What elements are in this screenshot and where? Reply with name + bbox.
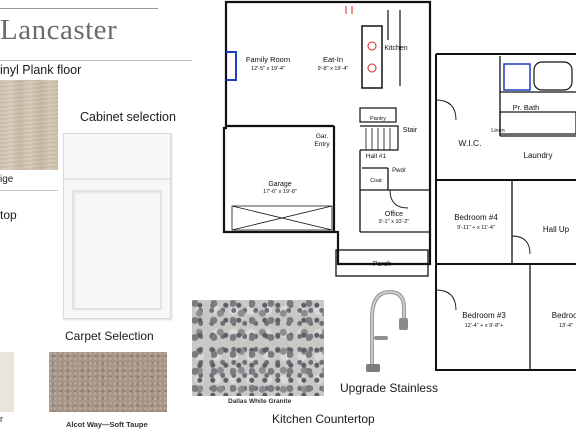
title-rule [0,60,192,61]
fp-gar-entry-2: Entry [314,141,330,148]
fp-linen: Linen [491,128,504,134]
vinyl-plank-swatch [0,80,58,170]
fp-family-room-dim: 12'-5" x 19'-4" [251,66,285,72]
fp-wic: W.I.C. [458,138,481,148]
fp-pr-bath: Pr. Bath [513,103,540,112]
cabinet-door-swatch [63,133,171,319]
fp-porch: Porch [373,261,391,268]
fp-kitchen: Kitchen [384,45,407,52]
carpet-swatch [49,352,167,412]
flooring-rule [0,190,58,191]
faucet-image [366,289,408,372]
fp-coat: Coat [370,178,382,184]
fp-stair: Stair [403,127,418,134]
carpet-left-caption: r [0,414,3,424]
flooring-color-label: ige [0,174,14,185]
fp-garage: Garage [268,181,291,188]
fp-pwdr: Pwdr [392,168,406,174]
fp-gar-entry-1: Gar. [316,133,328,140]
fp-laundry: Laundry [524,151,553,160]
fp-eat-in-dim: 9'-8" x 19'-4" [318,66,349,72]
faucet-label: Upgrade Stainless [340,381,439,395]
carpet-swatch-left [0,352,14,412]
cabinet-label: Cabinet selection [80,110,176,124]
granite-swatch [192,300,324,396]
granite-caption: Dallas White Granite [228,398,292,405]
fp-bedroom2: Bedroom [552,311,576,320]
countertop-label: Kitchen Countertop [272,412,375,426]
floor-plan: Family Room 12'-5" x 19'-4" Eat-In 9'-8"… [222,0,576,371]
fp-garage-dim: 17'-6" x 19'-8" [263,189,297,195]
fp-family-room: Family Room [246,55,290,64]
fp-hall-up: Hall Up [543,225,570,234]
flooring-label: inyl Plank floor [0,63,82,77]
top-rule [0,8,158,9]
fp-hall: Hall #1 [366,153,387,160]
carpet-label: Carpet Selection [65,329,154,343]
fp-bedroom4: Bedroom #4 [454,213,498,222]
fp-office-dim: 9'-1" x 10'-2" [379,219,410,225]
carpet-caption: Alcot Way—Soft Taupe [66,420,148,429]
fp-bedroom2-dim: 13'-4" [559,323,573,329]
fp-pantry: Pantry [370,116,386,122]
countertop-cut-label: top [0,208,17,222]
fp-eat-in: Eat-In [323,55,343,64]
fp-office: Office [385,211,403,218]
fp-bedroom3: Bedroom #3 [462,311,506,320]
fp-bedroom3-dim: 12'-4" + x 9'-8"+ [465,323,504,329]
fp-bedroom4-dim: 9'-11" + x 11'-4" [457,225,495,231]
page-title: Lancaster [0,14,118,46]
